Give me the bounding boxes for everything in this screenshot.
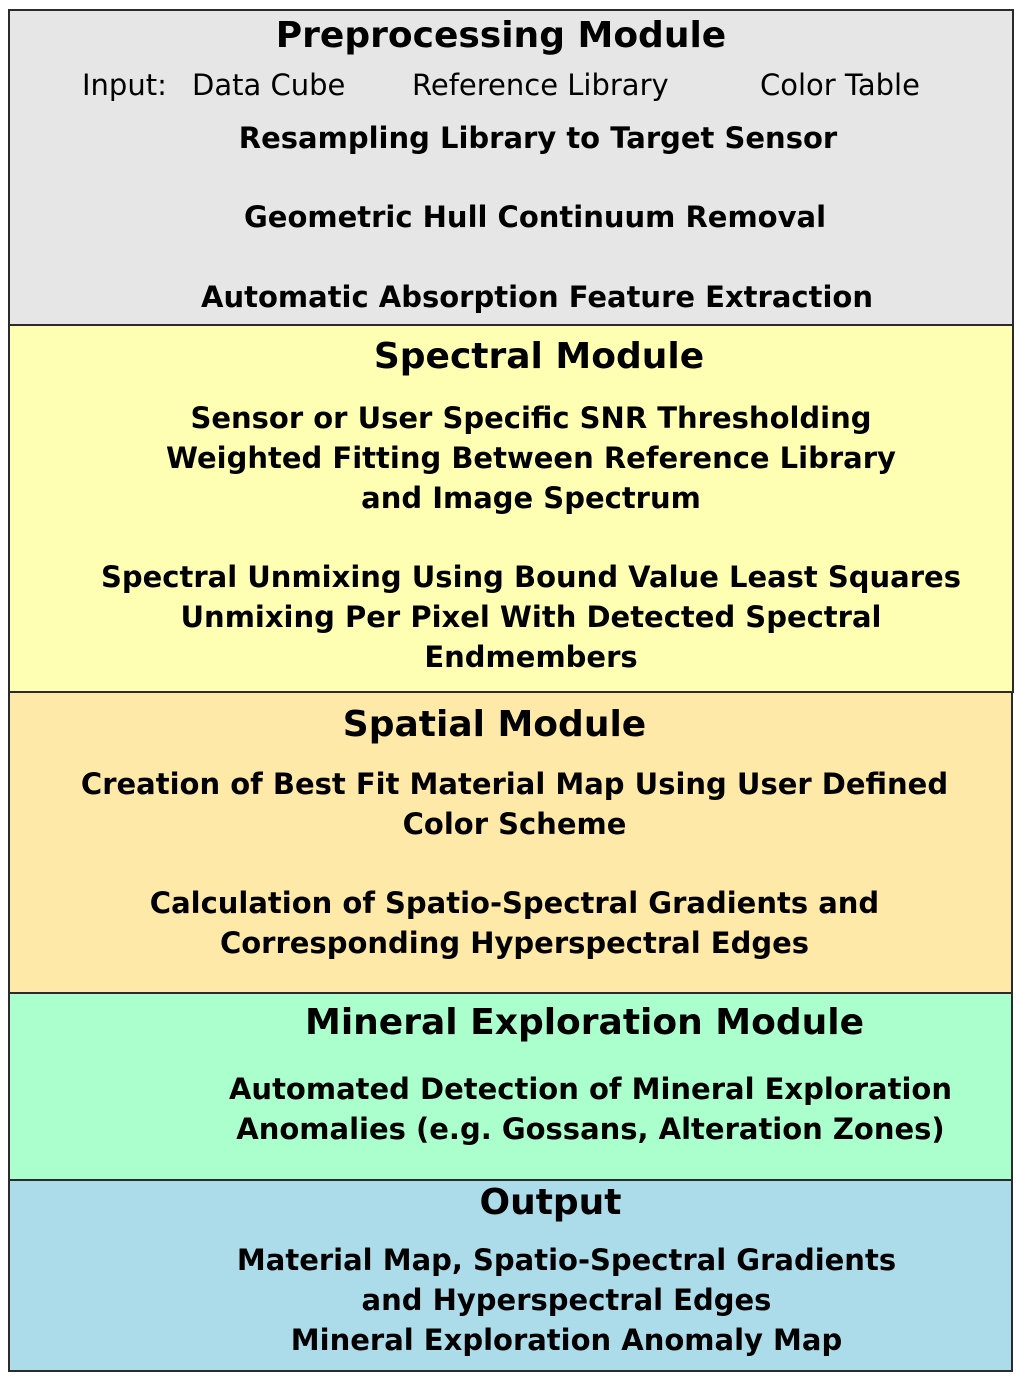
spectral-line: Endmembers bbox=[424, 640, 638, 674]
output-line: Mineral Exploration Anomaly Map bbox=[290, 1323, 843, 1357]
output-module-title: Output bbox=[479, 1182, 622, 1223]
step-feature-extraction: Automatic Absorption Feature Extraction bbox=[201, 280, 873, 314]
spectral-line: Unmixing Per Pixel With Detected Spectra… bbox=[180, 600, 882, 634]
input-label: Input: bbox=[82, 68, 167, 102]
step-continuum-removal: Geometric Hull Continuum Removal bbox=[243, 200, 827, 234]
output-line: Material Map, Spatio-Spectral Gradients bbox=[236, 1243, 897, 1277]
spatial-line: Calculation of Spatio-Spectral Gradients… bbox=[149, 886, 880, 920]
input-reference-library: Reference Library bbox=[412, 68, 669, 102]
spectral-line: Weighted Fitting Between Reference Libra… bbox=[166, 441, 896, 475]
input-data-cube: Data Cube bbox=[192, 68, 346, 102]
spectral-line: and Image Spectrum bbox=[361, 481, 701, 515]
mineral-exploration-module-title: Mineral Exploration Module bbox=[305, 1002, 864, 1043]
spectral-line: Spectral Unmixing Using Bound Value Leas… bbox=[100, 560, 961, 594]
spectral-module: Spectral Module Sensor or User Specific … bbox=[8, 324, 1014, 693]
output-line: and Hyperspectral Edges bbox=[361, 1283, 772, 1317]
step-resampling: Resampling Library to Target Sensor bbox=[238, 121, 838, 155]
preprocessing-module-title: Preprocessing Module bbox=[275, 15, 727, 56]
preprocessing-module: Preprocessing Module Input: Data Cube Re… bbox=[8, 9, 1014, 326]
spatial-line: Creation of Best Fit Material Map Using … bbox=[80, 767, 949, 801]
spectral-module-title: Spectral Module bbox=[373, 336, 705, 377]
output-module: Output Material Map, Spatio-Spectral Gra… bbox=[8, 1179, 1013, 1372]
spatial-module: Spatial Module Creation of Best Fit Mate… bbox=[8, 691, 1013, 994]
spatial-module-title: Spatial Module bbox=[342, 704, 647, 745]
input-color-table: Color Table bbox=[760, 68, 920, 102]
mineral-line: Automated Detection of Mineral Explorati… bbox=[228, 1072, 953, 1106]
mineral-line: Anomalies (e.g. Gossans, Alteration Zone… bbox=[236, 1112, 945, 1146]
input-row: Input: Data Cube Reference Library Color… bbox=[10, 67, 1012, 103]
spatial-line: Color Scheme bbox=[402, 807, 627, 841]
spatial-line: Corresponding Hyperspectral Edges bbox=[219, 926, 810, 960]
mineral-exploration-module: Mineral Exploration Module Automated Det… bbox=[8, 992, 1013, 1181]
spectral-line: Sensor or User Specific SNR Thresholding bbox=[190, 401, 872, 435]
